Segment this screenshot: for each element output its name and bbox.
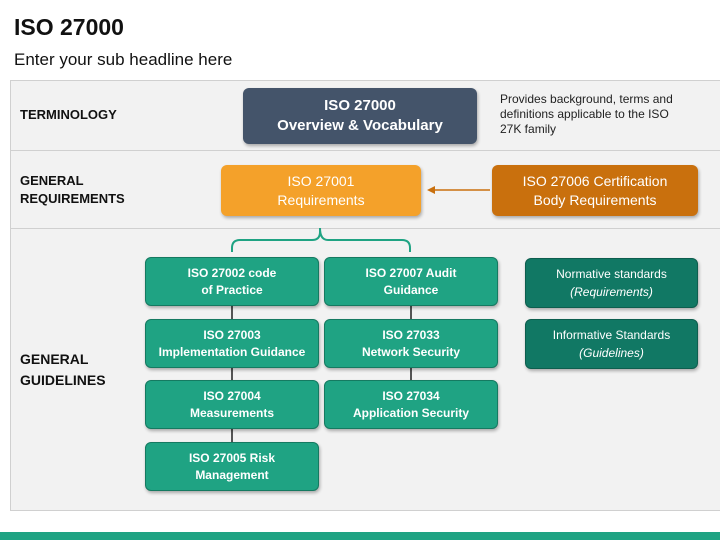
divider (10, 150, 720, 151)
iso27033-box: ISO 27033 Network Security (324, 319, 498, 368)
stem-line (410, 305, 412, 320)
box-line: Measurements (189, 405, 275, 420)
stem-line (231, 305, 233, 320)
divider (10, 228, 720, 229)
box-line: ISO 27001 (287, 172, 355, 189)
legend-normative: Normative standards (Requirements) (525, 258, 698, 308)
box-line: Management (195, 467, 269, 482)
stem-line (410, 367, 412, 381)
footer-bar (0, 532, 720, 540)
row-label-text: GUIDELINES (20, 372, 106, 388)
page-title: ISO 27000 (14, 14, 124, 40)
iso27007-box: ISO 27007 Audit Guidance (324, 257, 498, 306)
box-line: Implementation Guidance (158, 344, 306, 359)
legend-sublabel: (Guidelines) (579, 346, 644, 360)
box-line: ISO 27006 Certification (522, 172, 668, 189)
box-line: ISO 27003 (203, 327, 261, 342)
iso27000-overview-box: ISO 27000 Overview & Vocabulary (243, 88, 477, 144)
row-label-text: GENERAL (20, 173, 84, 188)
row-label-general-requirements: GENERAL REQUIREMENTS (20, 172, 125, 208)
box-line: Application Security (352, 405, 470, 420)
box-line: ISO 27034 (382, 388, 440, 403)
row-label-terminology: TERMINOLOGY (20, 106, 117, 124)
iso27034-box: ISO 27034 Application Security (324, 380, 498, 429)
row-label-text: REQUIREMENTS (20, 191, 125, 206)
row-label-text: TERMINOLOGY (20, 107, 117, 122)
iso27005-box: ISO 27005 Risk Management (145, 442, 319, 491)
iso27004-box: ISO 27004 Measurements (145, 380, 319, 429)
box-line: ISO 27033 (382, 327, 440, 342)
iso27002-box: ISO 27002 code of Practice (145, 257, 319, 306)
legend-informative: Informative Standards (Guidelines) (525, 319, 698, 369)
box-line: Guidance (383, 282, 439, 297)
box-line: ISO 27005 Risk (188, 450, 276, 465)
box-line: Requirements (277, 191, 365, 208)
box-line: ISO 27000 (324, 97, 396, 114)
stem-line (231, 428, 233, 442)
legend-label: Informative Standards (552, 328, 671, 342)
box-line: Network Security (361, 344, 461, 359)
iso27006-box: ISO 27006 Certification Body Requirement… (492, 165, 698, 216)
box-line: Overview & Vocabulary (277, 117, 443, 134)
iso27003-box: ISO 27003 Implementation Guidance (145, 319, 319, 368)
legend-sublabel: (Requirements) (570, 285, 653, 299)
box-line: ISO 27007 Audit (365, 265, 457, 280)
box-line: of Practice (201, 282, 263, 297)
box-line: ISO 27004 (203, 388, 261, 403)
divider (10, 80, 720, 81)
terminology-note: Provides background, terms and definitio… (500, 92, 673, 136)
divider (10, 510, 720, 511)
box-line: ISO 27002 code (187, 265, 277, 280)
page-subtitle: Enter your sub headline here (14, 50, 233, 69)
iso27001-box: ISO 27001 Requirements (221, 165, 421, 216)
row-label-text: GENERAL (20, 351, 89, 367)
divider (10, 80, 11, 510)
row-label-general-guidelines: GENERAL GUIDELINES (20, 349, 106, 391)
box-line: Body Requirements (533, 191, 657, 208)
stem-line (231, 367, 233, 381)
legend-label: Normative standards (556, 267, 667, 281)
